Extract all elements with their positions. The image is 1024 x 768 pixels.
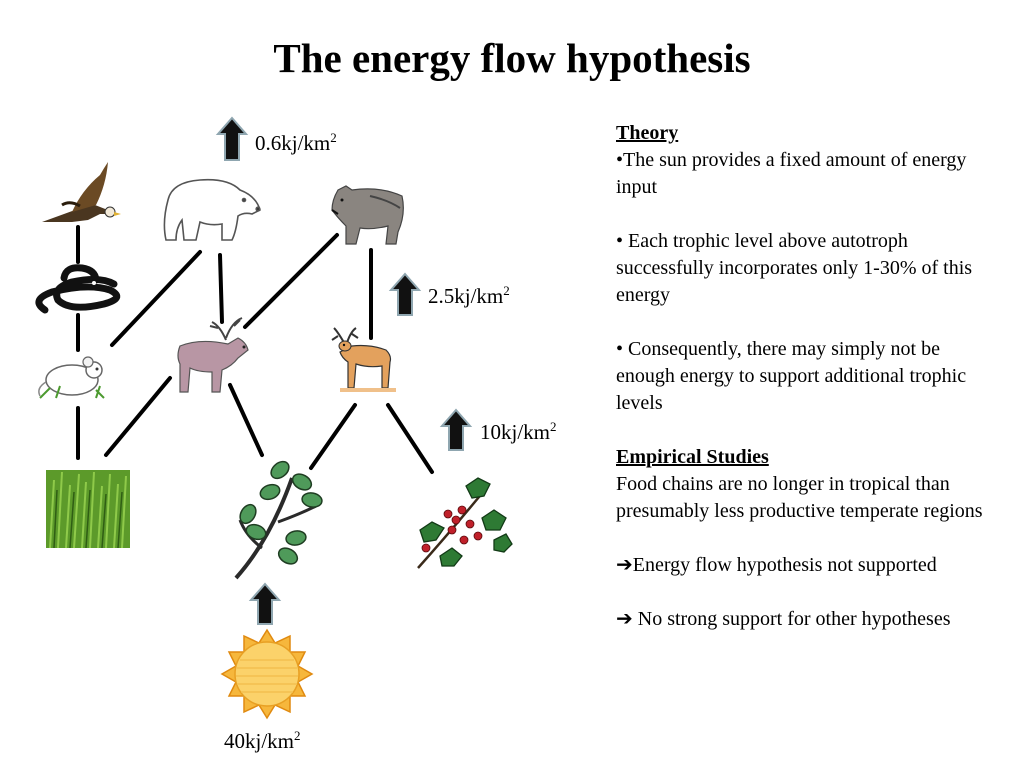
wolf-icon — [331, 185, 404, 245]
empirical-heading: Empirical Studies — [616, 446, 769, 468]
elk-icon — [177, 317, 249, 393]
sun-icon — [220, 628, 314, 720]
grass-icon — [46, 470, 130, 549]
energy-arrow — [388, 272, 422, 316]
energy-arrow — [439, 408, 473, 451]
empirical-body: Food chains are no longer in tropical th… — [616, 473, 983, 522]
food-web-links — [76, 225, 434, 474]
energy-arrow — [248, 582, 282, 625]
energy-label-sun: 40kj/km2 — [224, 728, 301, 753]
theory-point: • Consequently, there may simply not be … — [616, 338, 967, 414]
theory-point: •The sun provides a fixed amount of ener… — [616, 149, 967, 198]
eagle-icon — [42, 162, 121, 222]
theory-point: • Each trophic level above autotroph suc… — [616, 230, 973, 306]
conclusion-item: ➔Energy flow hypothesis not supported — [616, 554, 937, 576]
link-wolf-elk — [243, 233, 339, 329]
mouse-icon — [38, 356, 105, 399]
link-elk-grass — [104, 376, 172, 457]
polar-bear-icon — [163, 178, 261, 241]
slide-title: The energy flow hypothesis — [273, 35, 751, 81]
energy-arrow — [215, 116, 249, 161]
link-deer-branch — [309, 403, 357, 470]
energy-label-secondary: 2.5kj/km2 — [428, 283, 510, 308]
theory-heading: Theory — [616, 122, 679, 144]
energy-label-primary: 10kj/km2 — [480, 419, 557, 444]
snake-icon — [35, 264, 121, 314]
text-panel: Theory •The sun provides a fixed amount … — [616, 120, 1001, 633]
link-deer-holly — [386, 403, 434, 474]
leaf-branch-icon — [234, 460, 323, 580]
deer-icon — [331, 327, 396, 392]
link-bear-mouse — [110, 250, 202, 347]
link-bear-elk — [218, 253, 224, 324]
link-elk-branch — [228, 383, 264, 457]
holly-icon — [417, 477, 513, 569]
energy-label-top: 0.6kj/km2 — [255, 130, 337, 155]
conclusion-item: ➔ No strong support for other hypotheses — [616, 608, 951, 630]
food-web-diagram: 0.6kj/km2 2.5kj/km2 10kj/km2 40kj/km2 — [35, 116, 557, 753]
